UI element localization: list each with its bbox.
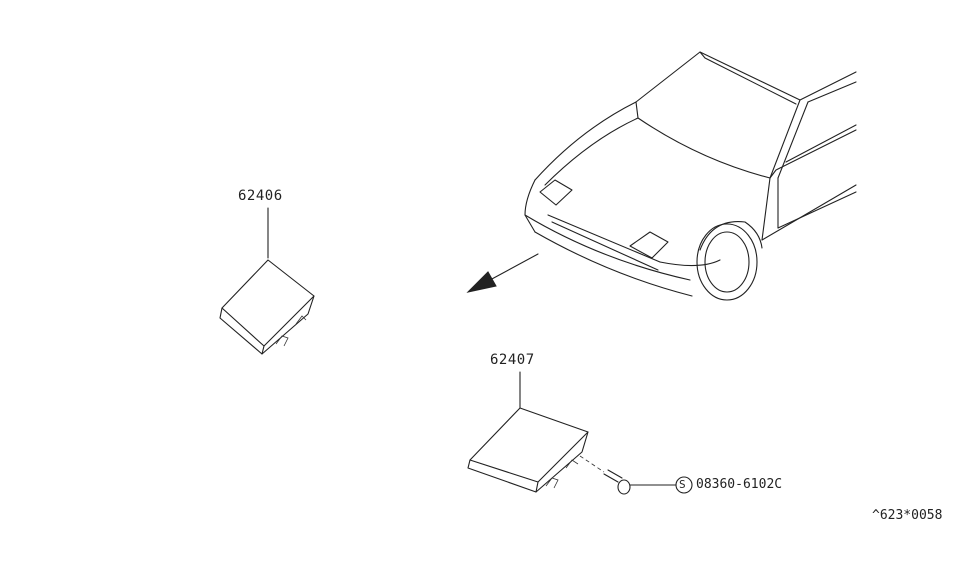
- fastener-part-number: 08360-6102C: [696, 477, 783, 492]
- screw: [603, 469, 677, 495]
- part-62407-cover: [467, 371, 605, 493]
- part-number-62407: 62407: [490, 352, 535, 368]
- figure-code: ^623*0058: [872, 508, 943, 523]
- car-illustration: [524, 51, 857, 301]
- standard-part-symbol-letter: S: [679, 478, 686, 491]
- part-62406-cover: [219, 207, 315, 355]
- part-number-62406: 62406: [238, 188, 283, 204]
- standard-part-symbol: [675, 476, 693, 494]
- front-direction-arrow: [466, 253, 539, 293]
